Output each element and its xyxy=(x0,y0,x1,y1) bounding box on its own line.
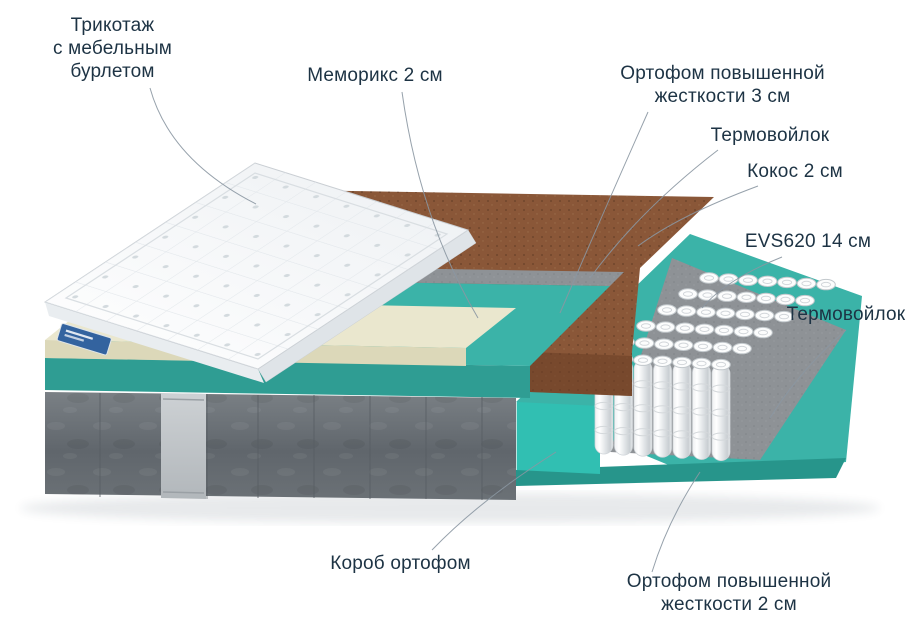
leader-line xyxy=(431,451,557,551)
brand-tag xyxy=(56,322,112,356)
label-cover: Трикотаж с мебельным бурлетом xyxy=(52,15,173,82)
leader-lines xyxy=(149,87,847,573)
leader-line xyxy=(701,256,783,309)
label-coir: Кокос 2 см xyxy=(747,161,843,182)
label-orthofoam-2cm: Ортофом повышенной жесткости 2 см xyxy=(626,571,832,615)
mattress-shadow xyxy=(20,493,880,523)
orthofoam-box xyxy=(515,402,600,474)
label-orthofoam-3cm: Ортофом повышенной жесткости 3 см xyxy=(620,63,825,107)
leader-line xyxy=(651,471,701,573)
leader-line xyxy=(589,149,719,279)
leader-line xyxy=(559,111,649,314)
handle-strap xyxy=(161,393,208,499)
label-orthofoam-box: Короб ортофом xyxy=(330,553,471,574)
leader-line xyxy=(149,87,257,205)
leader-line xyxy=(769,329,847,419)
orthofoam-2cm-layer xyxy=(516,458,846,486)
leader-line xyxy=(637,185,759,247)
springs-block xyxy=(594,272,836,461)
label-springs: EVS620 14 см xyxy=(744,231,872,252)
label-memory-foam: Меморикс 2 см xyxy=(307,65,443,86)
base-box xyxy=(45,392,516,500)
label-thermofelt-top: Термовойлок xyxy=(710,125,830,146)
label-thermofelt-side: Термовойлок xyxy=(786,304,906,325)
cover-layer xyxy=(43,162,477,383)
leader-line xyxy=(401,91,479,319)
